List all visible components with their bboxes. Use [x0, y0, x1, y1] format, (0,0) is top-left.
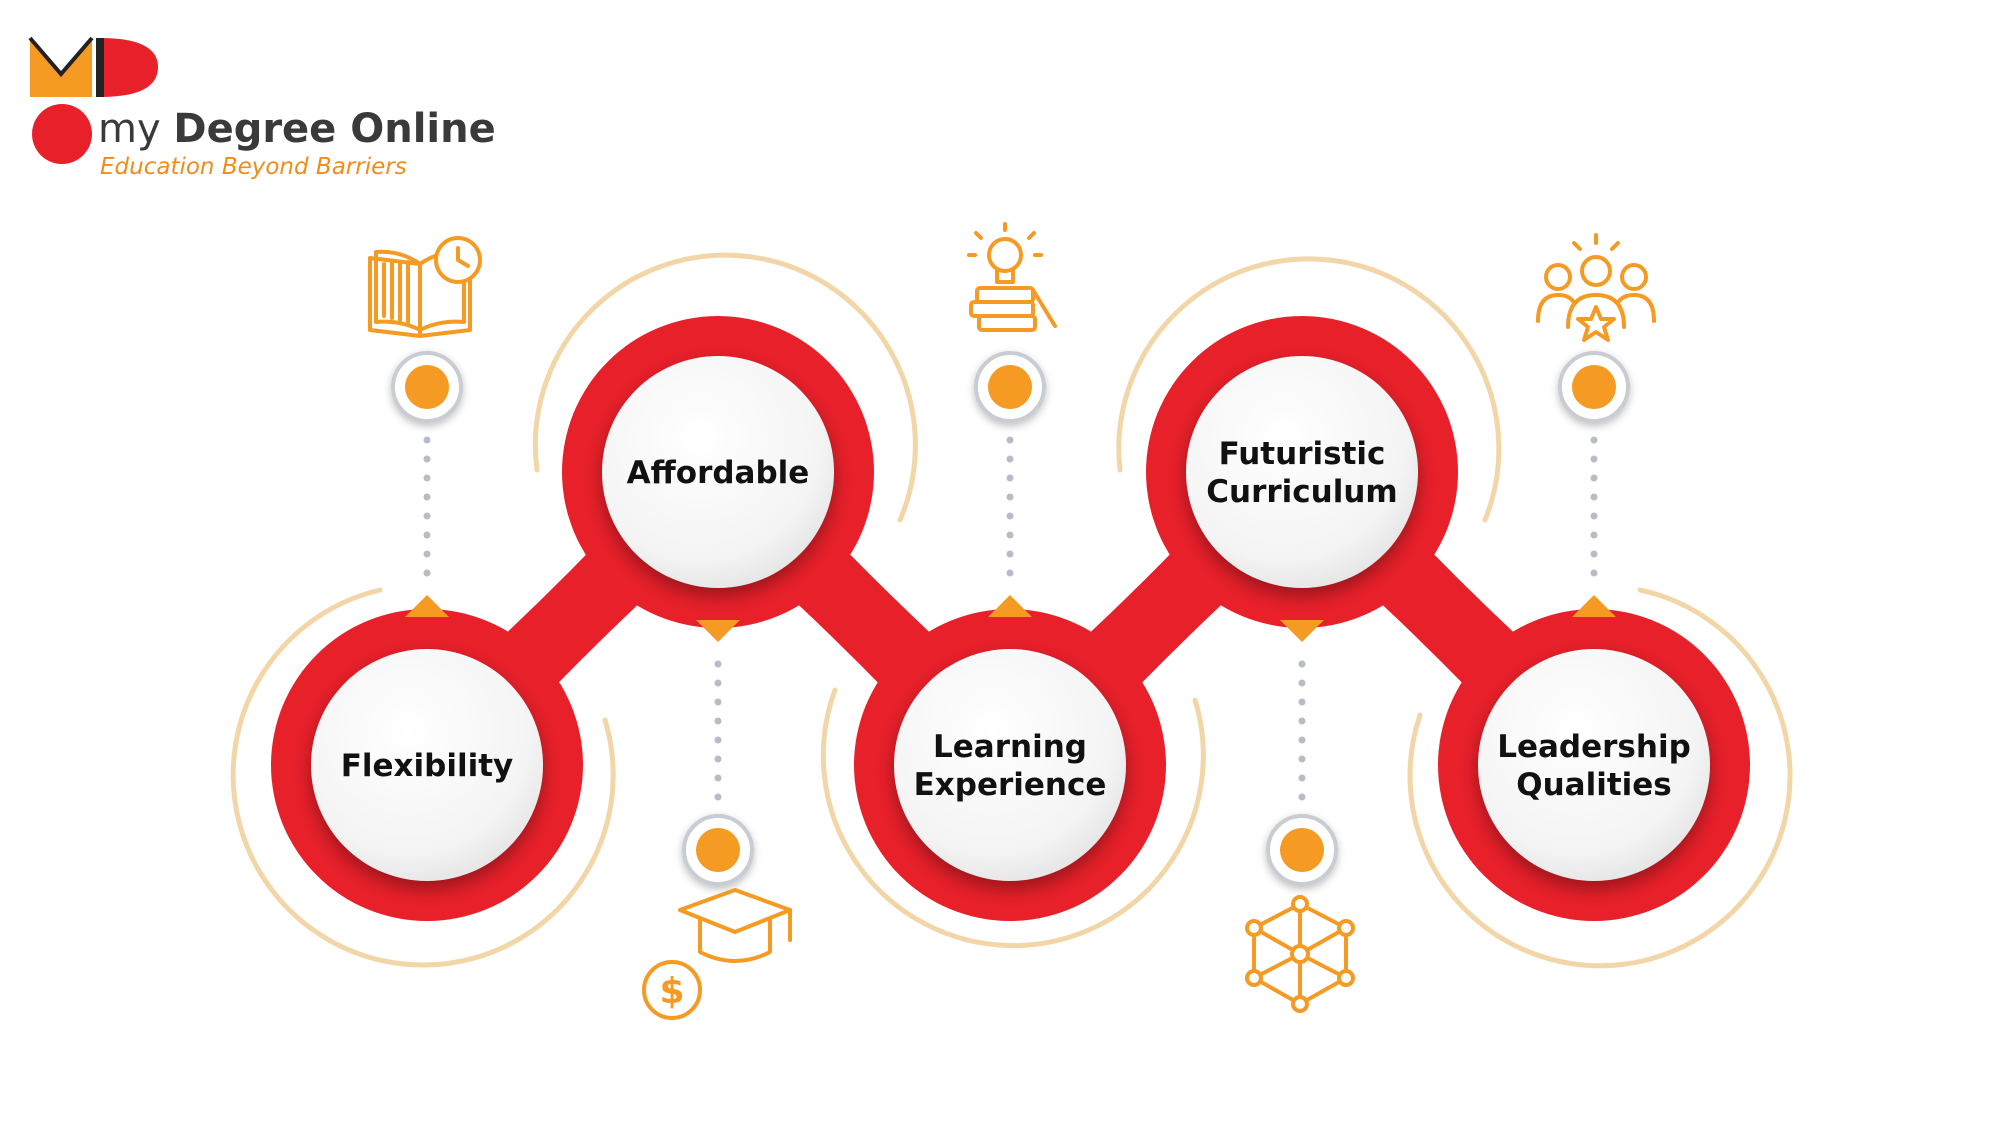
pointer-triangle — [1572, 595, 1616, 617]
node-disc-learning-experience — [894, 649, 1126, 881]
node-label-affordable: Affordable — [627, 455, 810, 491]
lightbulb-books-icon — [967, 222, 1057, 332]
node-disc-leadership-qualities — [1478, 649, 1710, 881]
decor-rings — [230, 252, 1793, 969]
brand-tagline: Education Beyond Barriers — [100, 154, 407, 180]
node-disc-flexibility — [311, 649, 543, 881]
pointer-triangle — [405, 595, 449, 617]
brand-logo — [28, 36, 158, 164]
pointer-triangle — [988, 595, 1032, 617]
brand-name: my Degree Online — [98, 106, 496, 152]
network-cube-icon — [1245, 895, 1355, 1013]
marker-dot-core — [988, 365, 1032, 409]
marker-dot-core — [1572, 365, 1616, 409]
node-disc-affordable — [602, 356, 834, 588]
node-disc-futuristic-curriculum — [1186, 356, 1418, 588]
marker-dot-core — [405, 365, 449, 409]
connectors — [391, 351, 1630, 886]
node-label-flexibility: Flexibility — [341, 748, 514, 784]
graduation-cap-dollar-icon: $ — [642, 888, 792, 1020]
brand-name-bold: Degree Online — [173, 106, 495, 152]
svg-text:$: $ — [659, 971, 684, 1012]
team-star-icon — [1536, 233, 1656, 342]
marker-dot-core — [1280, 828, 1324, 872]
pointer-triangle — [1280, 620, 1324, 642]
pointer-triangle — [696, 620, 740, 642]
brand-name-regular: my — [98, 106, 173, 152]
open-book-clock-icon — [368, 236, 482, 338]
marker-dot-core — [696, 828, 740, 872]
